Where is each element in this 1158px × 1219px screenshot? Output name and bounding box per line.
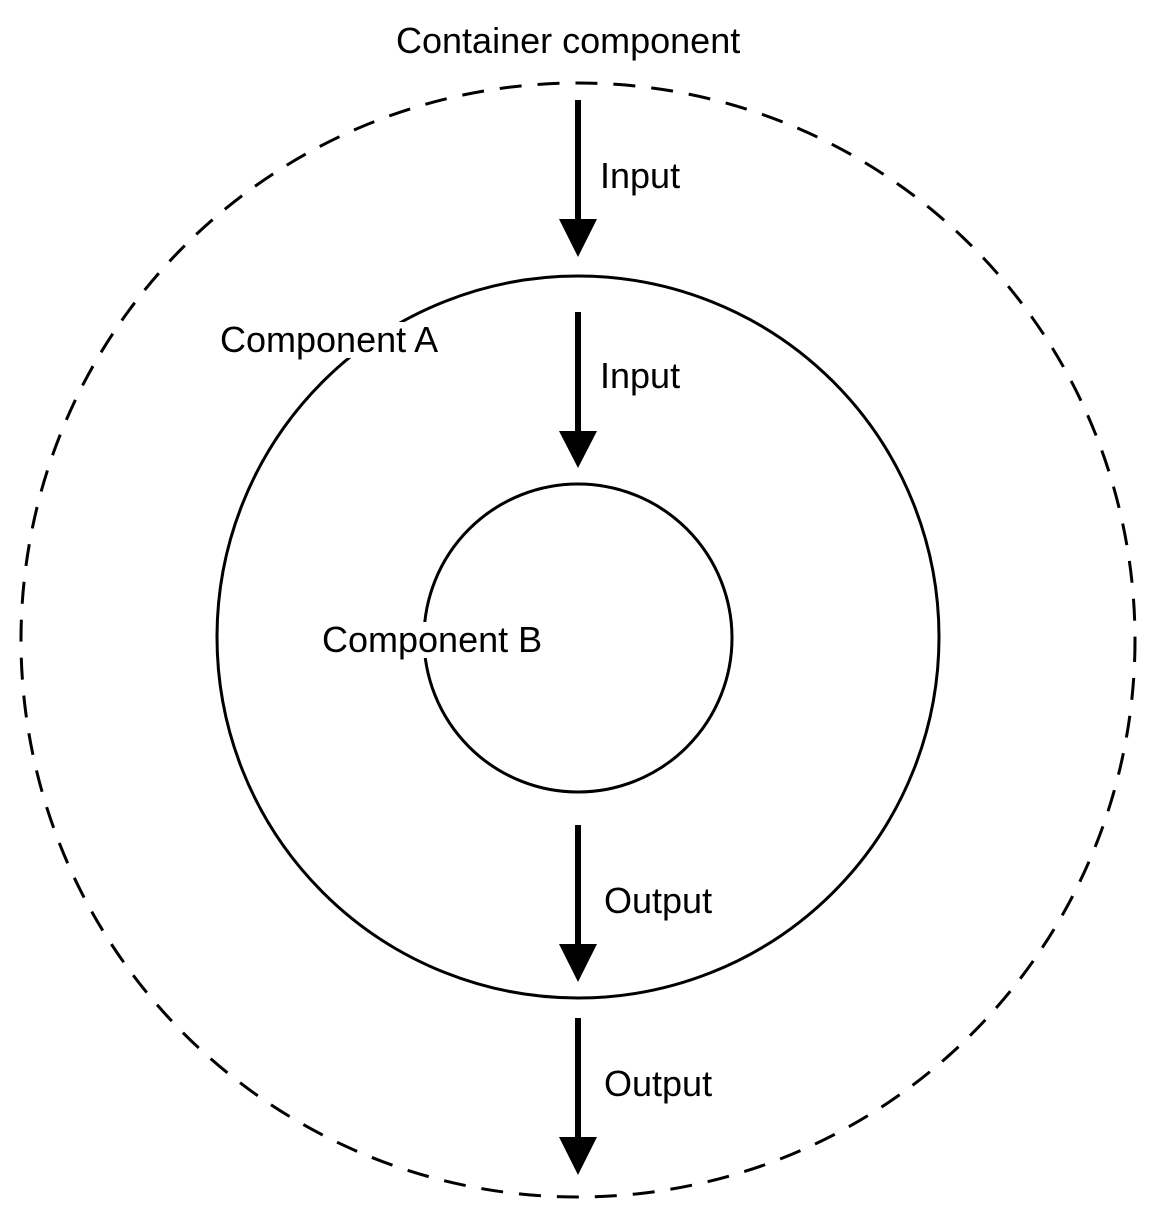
component-b-label: Component B (320, 619, 545, 660)
container-component-label: Container component (394, 20, 743, 61)
arrow-label-output-inner: Output (604, 880, 713, 921)
container-component-boundary (19, 81, 1137, 1199)
arrow-input-container-to-a (559, 100, 597, 257)
arrow-input-a-to-b (559, 312, 597, 468)
arrow-label-output-outer: Output (604, 1063, 713, 1104)
arrow-label-input-inner: Input (600, 355, 681, 396)
arrow-label-input-outer: Input (600, 155, 681, 196)
arrow-output-b-to-a (559, 825, 597, 982)
arrow-output-a-to-container (559, 1018, 597, 1175)
component-a-label: Component A (218, 319, 441, 360)
component-a-boundary (215, 274, 941, 1000)
